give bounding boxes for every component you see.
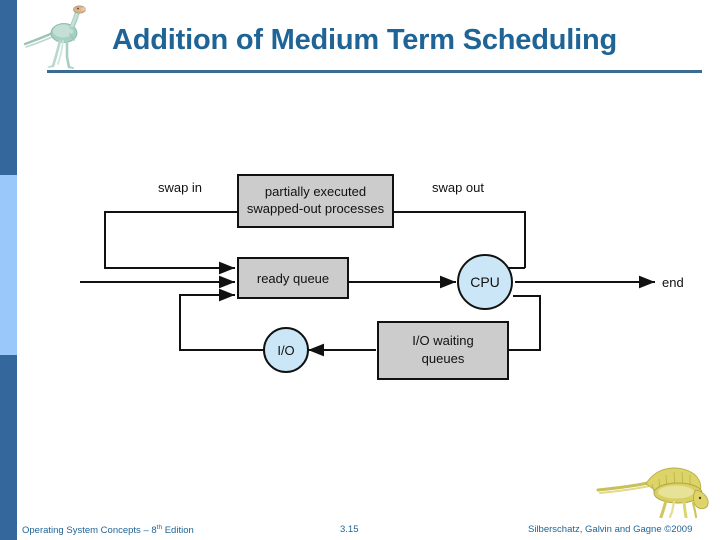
edge-label-swap-out: swap out	[432, 180, 484, 195]
edge-io-to-ready	[179, 288, 270, 351]
node-io: I/O	[263, 327, 309, 373]
title-divider	[47, 70, 702, 73]
sidebar-accent-bottom	[0, 355, 17, 540]
node-ready-queue: ready queue	[237, 257, 349, 299]
edge-cpu-to-ioq	[492, 295, 541, 351]
node-label-line2: queues	[422, 351, 465, 366]
slide-number: 3.15	[340, 524, 359, 535]
node-io-waiting-queues: I/O waiting queues	[377, 321, 509, 380]
footer-book-title: Operating System Concepts – 8th Edition	[22, 524, 194, 536]
node-label: CPU	[470, 274, 500, 290]
dinosaur-icon	[23, 5, 87, 69]
page-title: Addition of Medium Term Scheduling	[112, 24, 617, 56]
edge-label-swap-in: swap in	[158, 180, 202, 195]
node-label-line2: swapped-out processes	[247, 201, 385, 216]
footer-edition-superscript: th	[156, 524, 163, 531]
footer-book-title-suffix: Edition	[162, 525, 194, 537]
node-label: ready queue	[257, 271, 329, 286]
edge-swap-out-seg	[393, 211, 526, 268]
footer-credit: Silberschatz, Galvin and Gagne ©2009	[528, 524, 693, 535]
node-label-line1: I/O waiting	[412, 333, 473, 348]
node-swapped-out-processes: partially executed swapped-out processes	[237, 174, 394, 228]
node-label: I/O	[277, 343, 294, 358]
title-area: Addition of Medium Term Scheduling	[17, 0, 720, 100]
dinosaur-icon	[596, 467, 709, 518]
node-label-line1: partially executed	[265, 184, 366, 199]
edge-label-end: end	[662, 275, 684, 290]
queueing-diagram: partially executed swapped-out processes…	[80, 174, 684, 380]
sidebar-accent-top	[0, 0, 17, 175]
sidebar-accent-middle	[0, 175, 17, 355]
node-cpu: CPU	[457, 254, 513, 310]
footer-book-title-prefix: Operating System Concepts – 8	[22, 525, 157, 537]
edge-swap-in	[104, 211, 238, 275]
